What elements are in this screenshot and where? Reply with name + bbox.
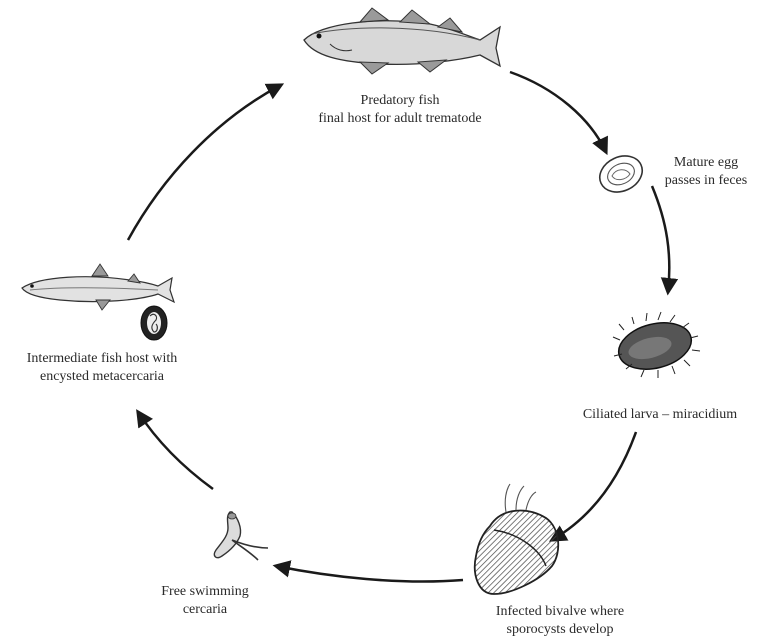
egg-icon bbox=[594, 149, 648, 198]
label-intermediate-fish: Intermediate fish host with encysted met… bbox=[2, 350, 202, 386]
ciliated-larva-icon bbox=[613, 312, 700, 378]
label-miracidium: Ciliated larva – miracidium bbox=[560, 406, 760, 424]
arrow-cercaria-to-fish bbox=[138, 412, 213, 489]
arrow-bivalve-to-cercaria bbox=[276, 566, 463, 582]
label-mature-egg: Mature egg passes in feces bbox=[648, 154, 764, 190]
metacercaria-cyst-icon bbox=[141, 306, 167, 340]
label-bivalve: Infected bivalve where sporocysts develo… bbox=[470, 603, 650, 639]
small-fish-icon bbox=[22, 264, 174, 310]
label-cercaria: Free swimming cercaria bbox=[140, 583, 270, 619]
arrow-fish-to-predator bbox=[128, 85, 281, 240]
mussel-icon bbox=[475, 484, 558, 594]
arrow-larva-to-bivalve bbox=[552, 432, 636, 540]
arrow-egg-to-larva bbox=[652, 186, 669, 292]
label-predatory-fish: Predatory fish final host for adult trem… bbox=[270, 92, 530, 128]
cod-fish-icon bbox=[304, 8, 500, 74]
cercaria-icon bbox=[214, 512, 268, 560]
